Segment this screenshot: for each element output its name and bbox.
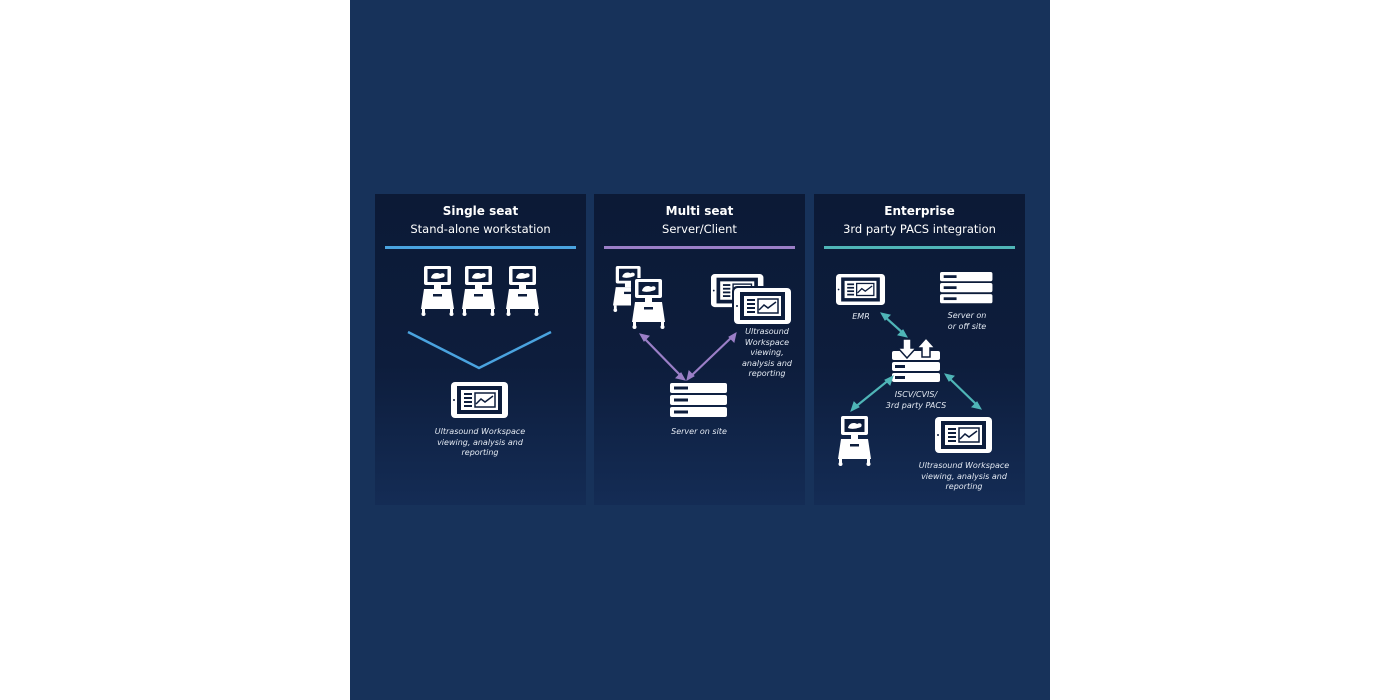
tablet-monitor-icon — [835, 273, 886, 306]
ultrasound-cart-icon — [506, 266, 539, 316]
panel-enterprise: Enterprise 3rd party PACS integration EM… — [814, 194, 1025, 505]
connector-line — [407, 330, 552, 370]
panel-single-seat: Single seat Stand-alone workstation Ultr… — [375, 194, 586, 505]
single-seat-diagram — [407, 266, 552, 419]
panel-subtitle: Stand-alone workstation — [410, 222, 551, 236]
server-caption: Server on site — [671, 427, 727, 436]
server-icon — [670, 383, 727, 417]
emr-caption: EMR — [852, 312, 870, 321]
double-arrow-icon — [639, 332, 737, 381]
server-icon — [940, 272, 993, 304]
accent-rule — [385, 246, 576, 249]
pacs-caption: ISCV/CVIS/3rd party PACS — [885, 390, 947, 410]
pacs-server-icon — [892, 336, 940, 382]
accent-rule — [604, 246, 795, 249]
panel-subtitle: 3rd party PACS integration — [843, 222, 996, 236]
tablet-monitor-icon — [934, 416, 993, 454]
enterprise-diagram — [835, 272, 993, 466]
ultrasound-cart-icon — [421, 266, 454, 316]
multi-seat-diagram — [613, 266, 805, 417]
tablet-monitor-icon — [732, 286, 793, 326]
accent-rule — [824, 246, 1015, 249]
ultrasound-cart-icon — [462, 266, 495, 316]
panel-subtitle: Server/Client — [662, 222, 737, 236]
ultrasound-cart-icon — [631, 278, 666, 329]
ultrasound-cart-icon — [838, 416, 871, 466]
panel-title: Enterprise — [884, 204, 955, 218]
tablet-monitor-icon — [450, 381, 509, 419]
double-arrow-icon — [880, 312, 908, 338]
double-arrow-icon — [850, 373, 982, 412]
panel-title: Multi seat — [665, 204, 734, 218]
panel-title: Single seat — [442, 204, 519, 218]
